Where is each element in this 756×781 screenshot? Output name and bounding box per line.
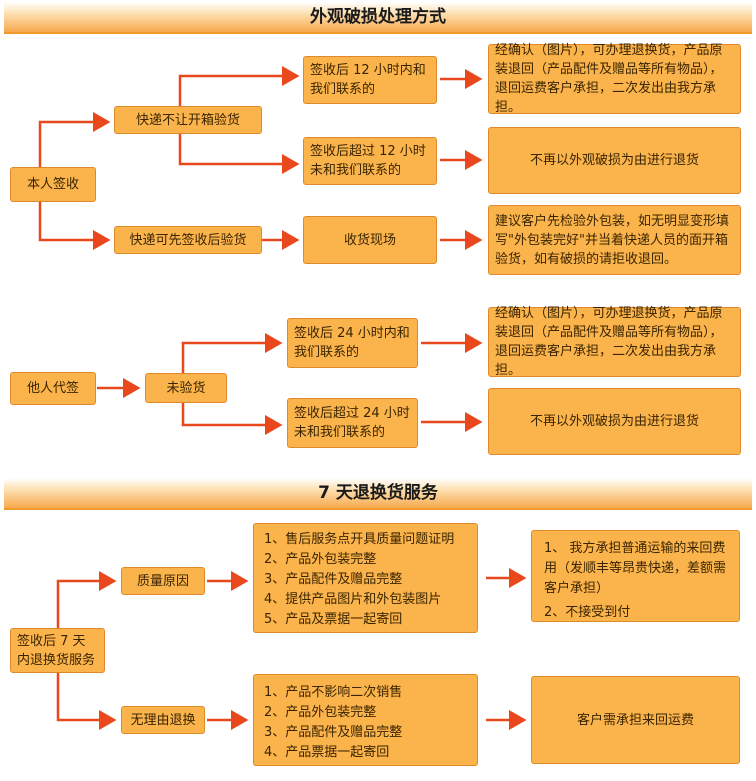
over-24h-box: 签收后超过 24 小时未和我们联系的	[287, 398, 418, 448]
within-12h-box: 签收后 12 小时内和我们联系的	[303, 56, 437, 104]
no-unpack-box: 快递不让开箱验货	[114, 106, 262, 134]
no-reason-box: 无理由退换	[121, 706, 205, 734]
no-reason-conditions-list: 1、产品不影响二次销售 2、产品外包装完整 3、产品配件及赠品完整 4、产品票据…	[253, 674, 478, 766]
list-item: 3、产品配件及赠品完整	[264, 725, 403, 740]
within-24h-box: 签收后 24 小时内和我们联系的	[287, 318, 418, 368]
seven-day-box: 签收后 7 天内退换货服务	[10, 628, 105, 673]
onsite-box: 收货现场	[303, 216, 437, 264]
quality-result-box: 1、 我方承担普通运输的来回费用（发顺丰等昂贵快递，差额需客户承担） 2、不接受…	[531, 530, 740, 622]
other-sign-box: 他人代签	[10, 372, 96, 405]
result-refuse-box: 不再以外观破损为由进行退货	[488, 127, 741, 194]
quality-result-2: 2、不接受到付	[544, 605, 631, 620]
can-unpack-box: 快递可先签收后验货	[114, 226, 262, 254]
section-title-return: 7 天退换货服务	[4, 478, 752, 510]
list-item: 1、售后服务点开具质量问题证明	[264, 532, 455, 547]
quality-conditions-list: 1、售后服务点开具质量问题证明 2、产品外包装完整 3、产品配件及赠品完整 4、…	[253, 523, 478, 633]
list-item: 2、产品外包装完整	[264, 705, 377, 720]
section-title-damage: 外观破损处理方式	[4, 2, 752, 34]
list-item: 4、产品票据一起寄回	[264, 745, 390, 760]
list-item: 1、产品不影响二次销售	[264, 685, 403, 700]
list-item: 4、提供产品图片和外包装图片	[264, 592, 442, 607]
list-item: 2、产品外包装完整	[264, 552, 377, 567]
list-item: 5、产品及票据一起寄回	[264, 612, 403, 627]
over-12h-box: 签收后超过 12 小时未和我们联系的	[303, 137, 437, 185]
self-sign-box: 本人签收	[10, 167, 96, 202]
not-checked-box: 未验货	[145, 373, 227, 403]
result-confirm-box: 经确认（图片），可办理退换货，产品原装退回（产品配件及赠品等所有物品），退回运费…	[488, 43, 741, 115]
list-item: 3、产品配件及赠品完整	[264, 572, 403, 587]
result-onsite-box: 建议客户先检验外包装，如无明显变形填写"外包装完好"并当着快递人员的面开箱验货，…	[488, 205, 741, 275]
result-refuse-box-2: 不再以外观破损为由进行退货	[488, 388, 741, 455]
quality-reason-box: 质量原因	[121, 567, 205, 595]
quality-result-1: 1、 我方承担普通运输的来回费用（发顺丰等昂贵快递，差额需客户承担）	[544, 541, 727, 596]
result-confirm-box-2: 经确认（图片），可办理退换货，产品原装退回（产品配件及赠品等所有物品），退回运费…	[488, 306, 741, 378]
no-reason-result-box: 客户需承担来回运费	[531, 676, 740, 764]
